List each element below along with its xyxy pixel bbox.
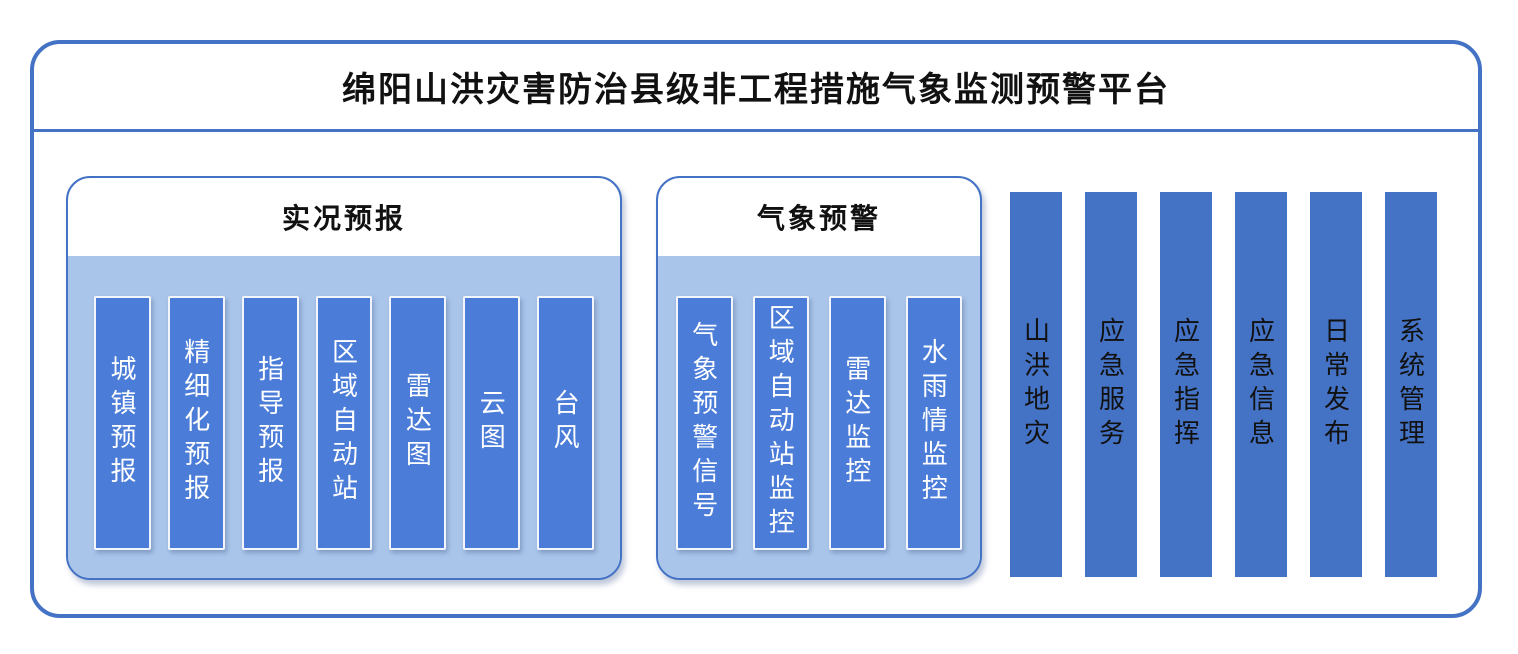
panel-weather-warning-title: 气象预警 bbox=[756, 203, 881, 234]
module-button-radar-monitor[interactable]: 雷达监控 bbox=[829, 296, 886, 550]
panel-weather-warning-body: 气象预警信号 区域自动站监控 雷达监控 水雨情监控 bbox=[658, 256, 980, 578]
side-bars: 山洪地灾 应急服务 应急指挥 应急信息 日常发布 系统管理 bbox=[1010, 192, 1437, 577]
module-button-regional-auto-station-monitor[interactable]: 区域自动站监控 bbox=[752, 296, 809, 550]
page-title: 绵阳山洪灾害防治县级非工程措施气象监测预警平台 bbox=[342, 71, 1170, 109]
panel-live-forecast-title: 实况预报 bbox=[281, 203, 406, 234]
module-button-refined-forecast[interactable]: 精细化预报 bbox=[167, 296, 225, 550]
panel-weather-warning: 气象预警 气象预警信号 区域自动站监控 雷达监控 水雨情监控 bbox=[656, 176, 982, 580]
module-button-regional-auto-station[interactable]: 区域自动站 bbox=[315, 296, 373, 550]
panel-live-forecast-body: 城镇预报 精细化预报 指导预报 区域自动站 雷达图 云图 台风 bbox=[68, 256, 620, 578]
platform-frame: 绵阳山洪灾害防治县级非工程措施气象监测预警平台 实况预报 城镇预报 精细化预报 … bbox=[30, 40, 1482, 618]
module-button-radar-image[interactable]: 雷达图 bbox=[389, 296, 447, 550]
bar-emergency-command[interactable]: 应急指挥 bbox=[1160, 192, 1212, 577]
bar-daily-release[interactable]: 日常发布 bbox=[1310, 192, 1362, 577]
title-bar: 绵阳山洪灾害防治县级非工程措施气象监测预警平台 bbox=[34, 44, 1478, 132]
module-button-water-rain-monitor[interactable]: 水雨情监控 bbox=[905, 296, 962, 550]
module-button-cloud-image[interactable]: 云图 bbox=[463, 296, 521, 550]
panel-live-forecast: 实况预报 城镇预报 精细化预报 指导预报 区域自动站 雷达图 云图 台风 bbox=[66, 176, 622, 580]
bar-mountain-flood-geohazard[interactable]: 山洪地灾 bbox=[1010, 192, 1062, 577]
bar-emergency-info[interactable]: 应急信息 bbox=[1235, 192, 1287, 577]
bar-emergency-service[interactable]: 应急服务 bbox=[1085, 192, 1137, 577]
bar-system-management[interactable]: 系统管理 bbox=[1385, 192, 1437, 577]
module-button-typhoon[interactable]: 台风 bbox=[537, 296, 595, 550]
module-button-guidance-forecast[interactable]: 指导预报 bbox=[241, 296, 299, 550]
module-button-town-forecast[interactable]: 城镇预报 bbox=[94, 296, 151, 550]
module-button-warning-signal[interactable]: 气象预警信号 bbox=[676, 296, 733, 550]
